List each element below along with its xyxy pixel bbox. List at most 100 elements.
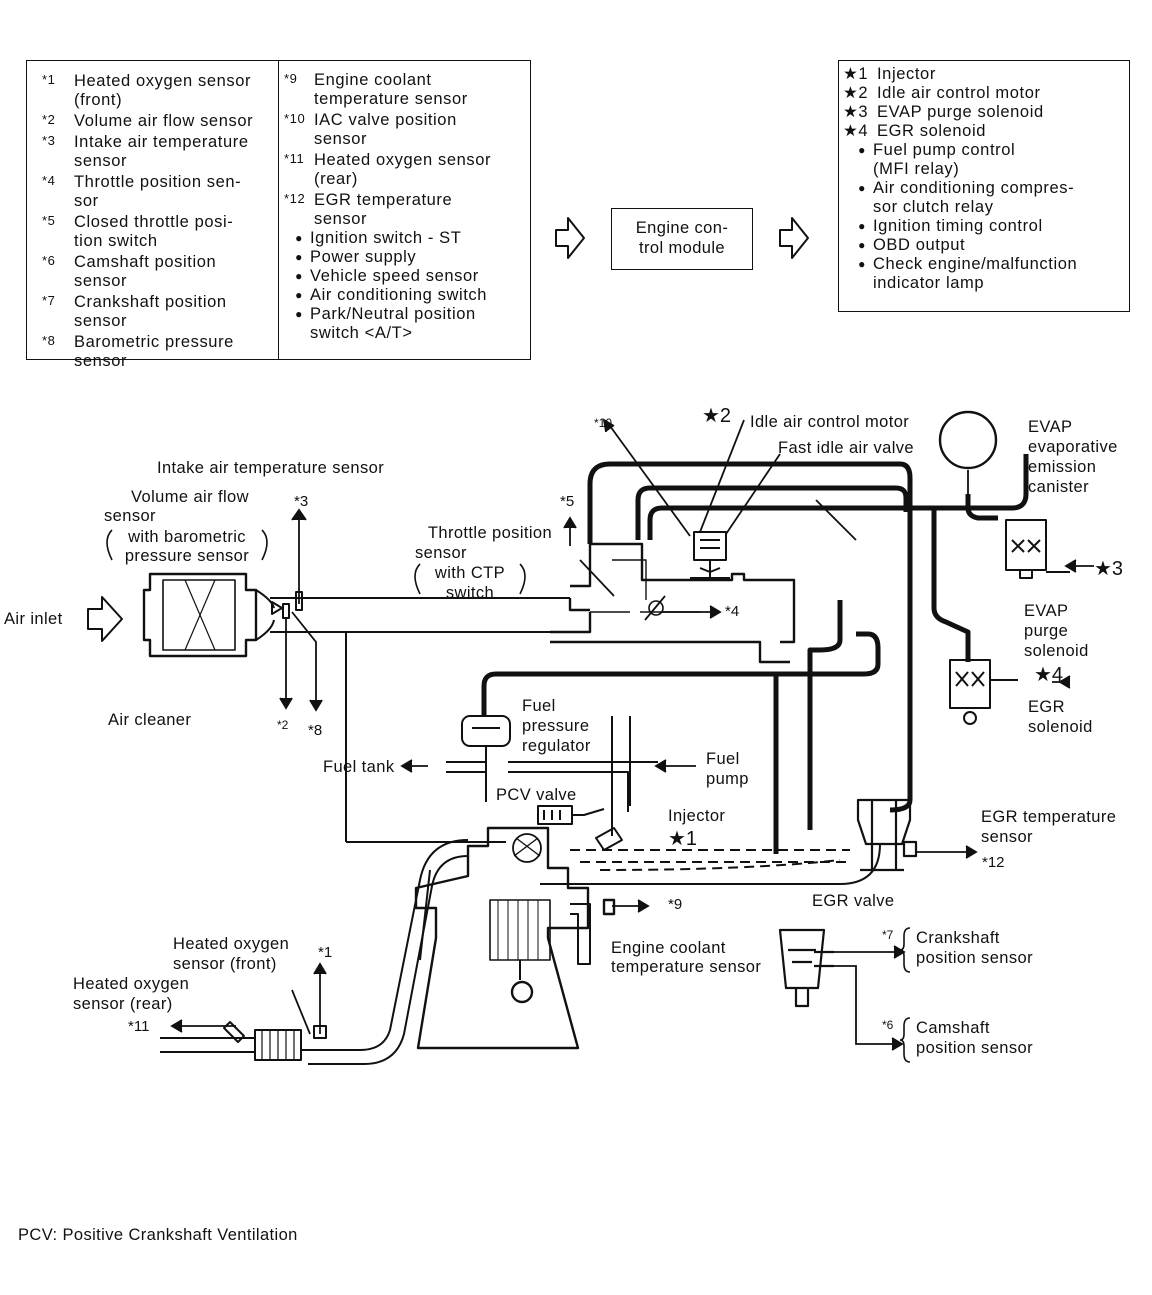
ecm-to-output-arrow: [779, 217, 809, 259]
injector-label: Injector: [668, 807, 726, 825]
egr-valve-body: [856, 798, 918, 872]
output-actuator-key: ★1: [843, 65, 869, 83]
input-sensor-key: *11: [284, 151, 305, 166]
fpr-label-1: Fuel: [522, 697, 556, 715]
intake-air-temp-sensor-label: Intake air temperature sensor: [157, 459, 385, 477]
input-sensor-row: *8 Barometric pressure: [42, 331, 253, 352]
output-actuator-text: EGR solenoid: [877, 122, 987, 140]
tag-1: *1: [318, 944, 333, 961]
input-to-ecm-arrow: [555, 217, 585, 259]
star-2: ★2: [702, 405, 732, 427]
output-actuator-text: Idle air control motor: [877, 84, 1041, 102]
input-switch-item: Power supply: [284, 248, 491, 267]
fuel-lines: [446, 716, 658, 836]
input-sensor-text: Volume air flow sensor: [74, 112, 254, 130]
output-actuator-key: ★4: [843, 122, 869, 140]
input-sensor-row: *3 Intake air temperature: [42, 131, 253, 152]
tps-label-2: sensor: [415, 544, 467, 562]
input-sensor-text: (front): [74, 91, 123, 109]
vaf-label-2: sensor: [104, 507, 156, 525]
output-actuator-text: Injector: [877, 65, 936, 83]
input-sensor-row: (front): [42, 91, 253, 110]
input-switch-item: Park/Neutral position: [284, 305, 491, 324]
output-function-item: (MFI relay): [873, 160, 960, 178]
tag-4: *4: [725, 603, 740, 620]
fuel-pump-label-1: Fuel: [706, 750, 740, 768]
outputs-box: [838, 60, 1130, 312]
input-sensor-text: Barometric pressure: [74, 333, 234, 351]
injector-body: [595, 827, 623, 851]
output-function-item: Ignition timing control: [843, 217, 1077, 236]
ho2-front-label-2: sensor (front): [173, 955, 277, 973]
evap-canister-label-3: emission: [1028, 458, 1097, 476]
input-sensor-row: sensor: [42, 352, 253, 371]
pcv-footnote: PCV: Positive Crankshaft Ventilation: [18, 1226, 298, 1244]
input-sensor-text: sensor: [314, 130, 368, 148]
ckp-sensor-label-2: position sensor: [916, 949, 1033, 967]
star-1: ★1: [668, 828, 698, 850]
iac-motor-label: Idle air control motor: [750, 413, 910, 431]
evap-purge-label-1: EVAP: [1024, 602, 1069, 620]
egr-temp-sensor-label-2: sensor: [981, 828, 1033, 846]
vaf-label-3: with barometric: [128, 528, 246, 546]
input-sensor-row: temperature sensor: [284, 90, 491, 109]
pcv-valve-body: [537, 805, 605, 825]
ecm-label-1: Engine con-: [635, 219, 729, 237]
vaf-label-1: Volume air flow: [131, 488, 249, 506]
fpr-label-3: regulator: [522, 737, 591, 755]
input-sensor-text: EGR temperature: [314, 191, 453, 209]
input-sensor-text: sensor: [74, 312, 128, 330]
input-sensor-row: sor: [42, 192, 253, 211]
air-inlet-label: Air inlet: [4, 610, 63, 628]
star-4: ★4: [1034, 664, 1064, 686]
input-sensor-key: *2: [42, 112, 56, 127]
input-sensor-text: Closed throttle posi-: [74, 213, 234, 231]
fuel-pump-label-2: pump: [706, 770, 749, 788]
tag-10: *10: [594, 416, 613, 430]
tag-2: *2: [277, 718, 289, 732]
output-actuator-row: ★1 Injector: [843, 65, 1077, 84]
input-sensor-text: Throttle position sen-: [74, 173, 242, 191]
egr-passage: [570, 849, 850, 871]
input-sensor-row: *9 Engine coolant: [284, 69, 491, 90]
input-sensor-text: Engine coolant: [314, 71, 432, 89]
label-braces: [106, 529, 911, 1063]
output-actuator-text: EVAP purge solenoid: [877, 103, 1044, 121]
input-sensor-text: Heated oxygen sensor: [314, 151, 492, 169]
evap-purge-label-2: purge: [1024, 622, 1069, 640]
ecm-box: [611, 208, 753, 270]
vaf-label-4: pressure sensor: [124, 547, 250, 565]
cmp-sensor-label-1: Camshaft: [916, 1019, 990, 1037]
input-switch-item: Vehicle speed sensor: [284, 267, 491, 286]
evap-purge-label-3: solenoid: [1024, 642, 1089, 660]
evap-purge-solenoid-body: [1005, 519, 1070, 579]
input-sensor-text: sensor: [74, 272, 128, 290]
input-sensor-key: *9: [284, 71, 298, 86]
input-sensor-key: *4: [42, 173, 56, 188]
input-sensor-row: sensor: [42, 312, 253, 331]
input-sensor-text: sor: [74, 192, 99, 210]
input-sensor-text: Intake air temperature: [74, 133, 249, 151]
output-actuator-key: ★2: [843, 84, 869, 102]
ho2-rear-label-1: Heated oxygen: [73, 975, 190, 993]
input-sensor-key: *8: [42, 333, 56, 348]
egr-solenoid-label-1: EGR: [1028, 698, 1065, 716]
ho2-rear-label-2: sensor (rear): [73, 995, 173, 1013]
output-actuator-row: ★2 Idle air control motor: [843, 84, 1077, 103]
fpr-label-2: pressure: [522, 717, 590, 735]
input-sensor-text: Camshaft position: [74, 253, 217, 271]
input-sensor-row: *4 Throttle position sen-: [42, 171, 253, 192]
input-sensor-key: *3: [42, 133, 56, 148]
output-function-item: Check engine/malfunction: [843, 255, 1077, 274]
air-cleaner-label: Air cleaner: [108, 711, 192, 729]
signal-arrows: [170, 418, 1094, 1051]
tps-label-1: Throttle position: [427, 524, 553, 542]
output-function-item: OBD output: [843, 236, 1077, 255]
input-switch-item: switch <A/T>: [310, 324, 413, 342]
